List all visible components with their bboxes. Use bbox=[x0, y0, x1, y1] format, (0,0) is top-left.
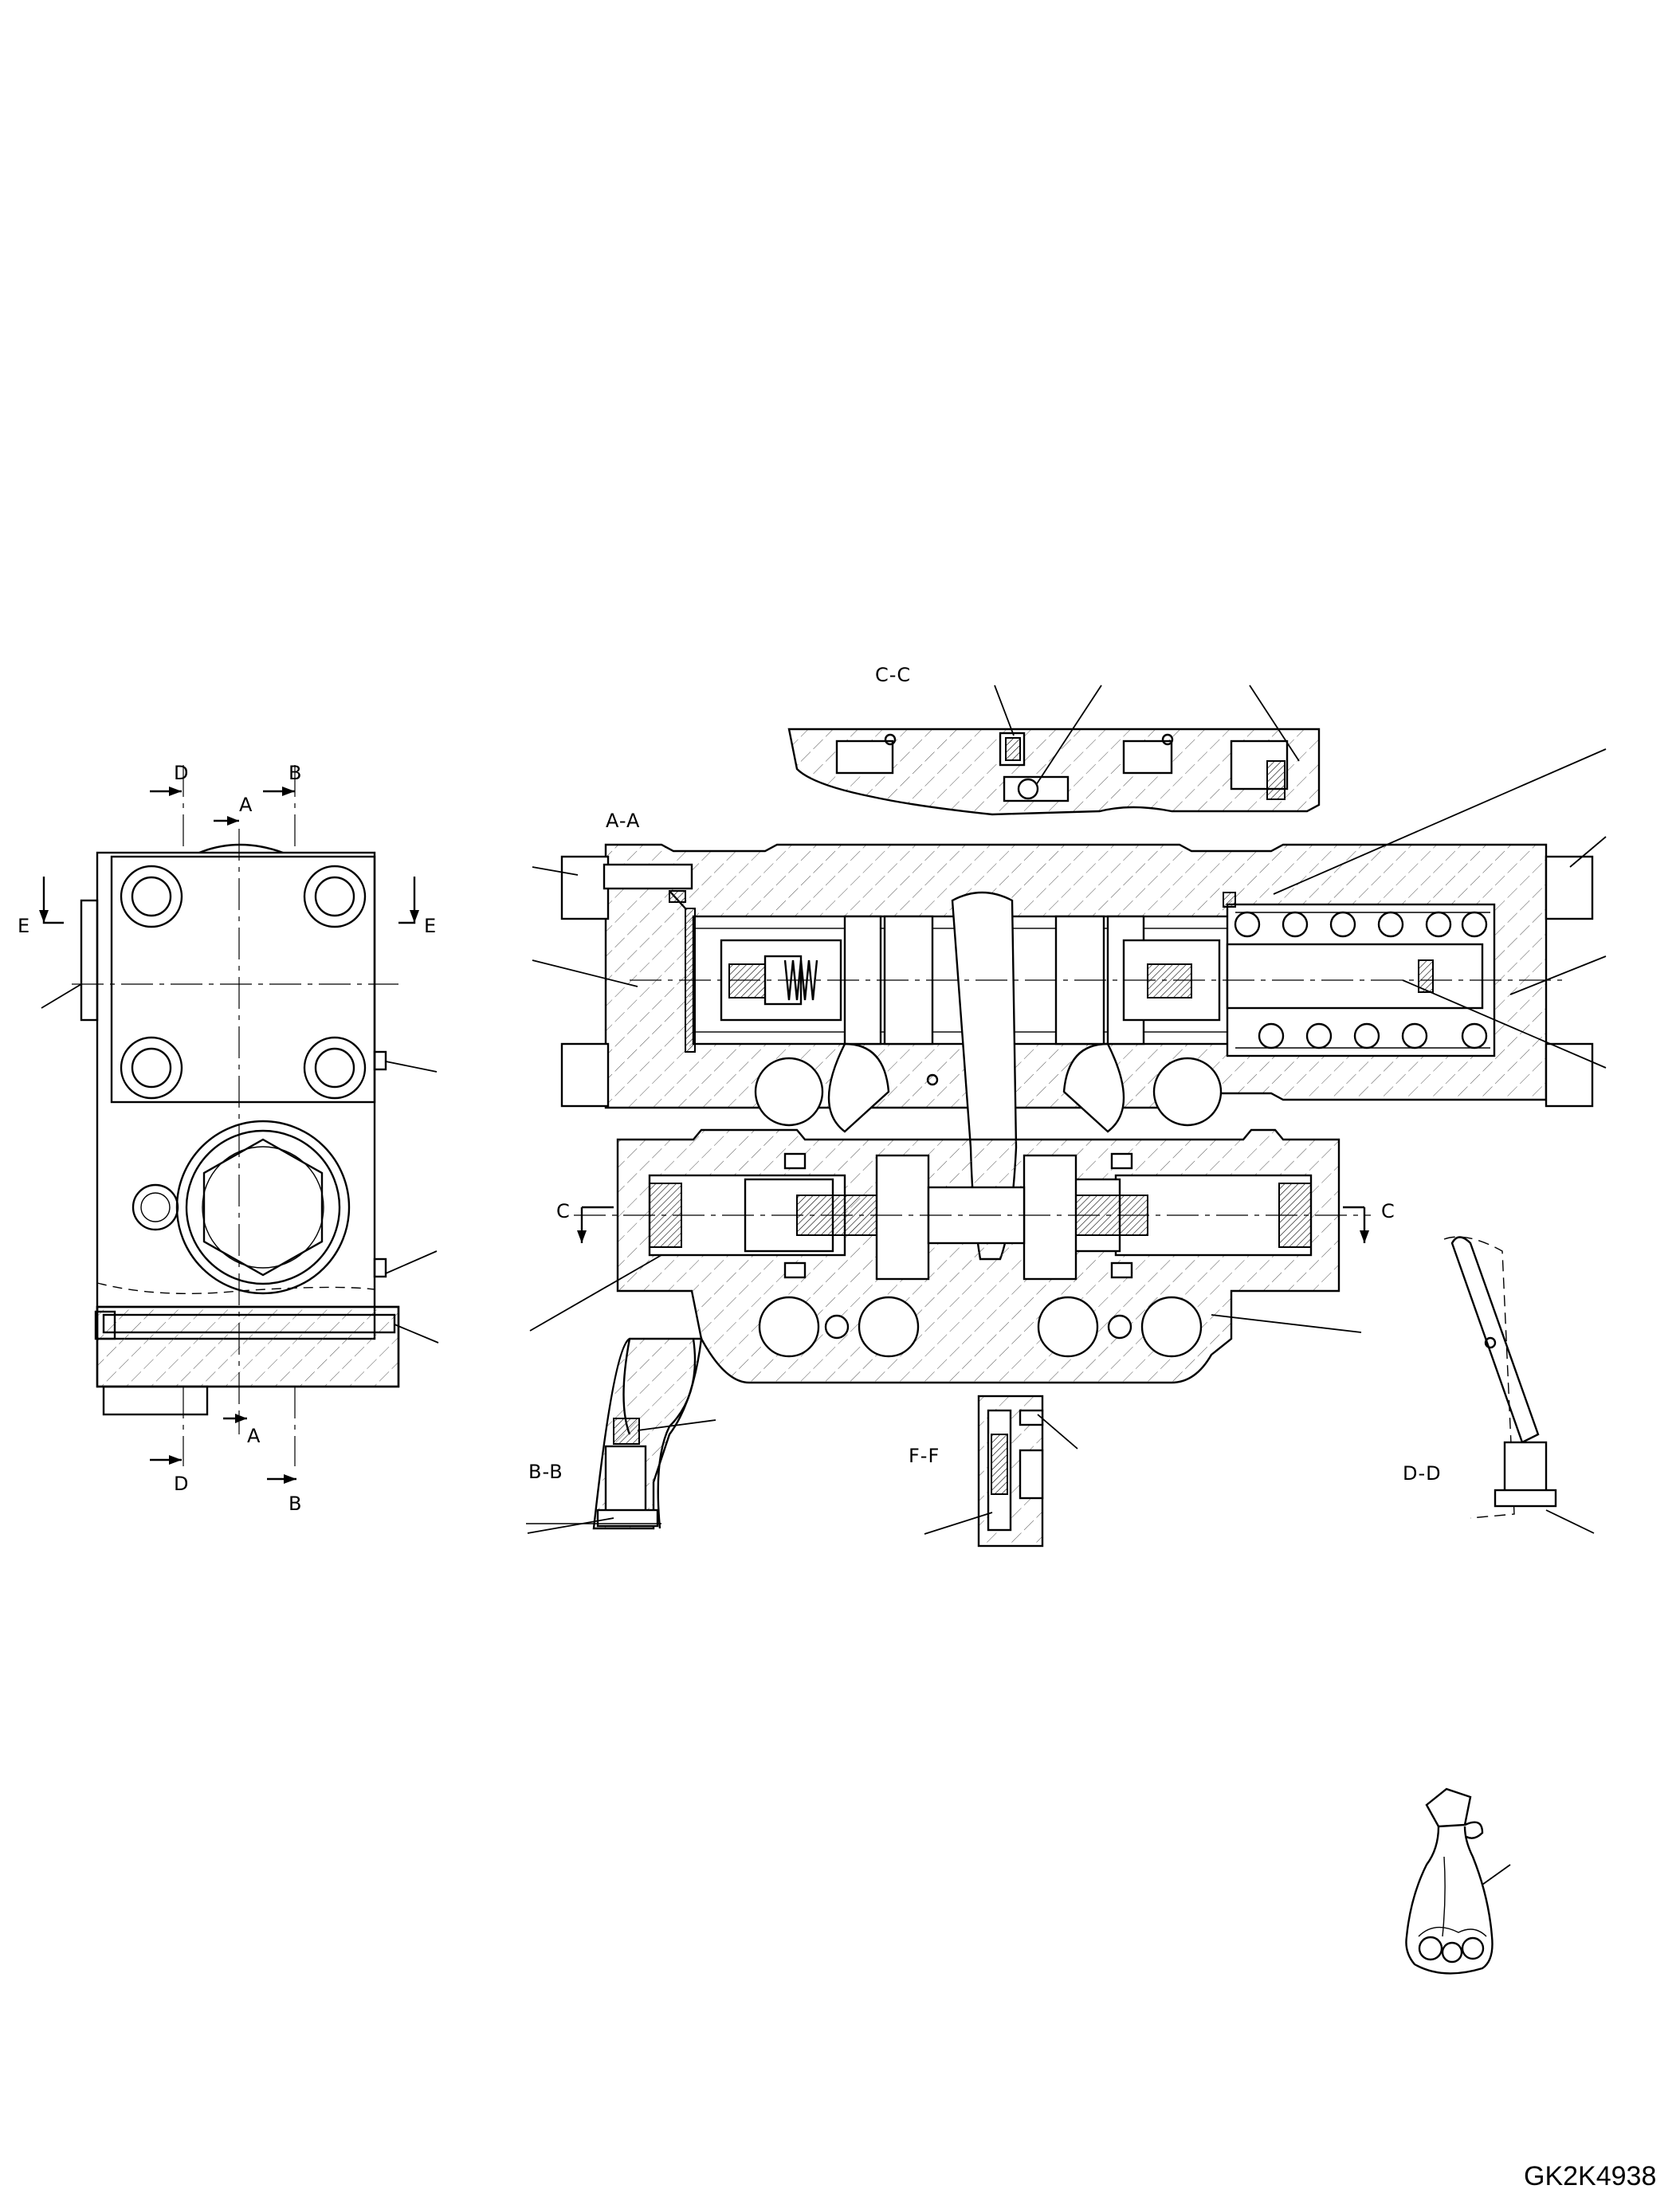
spring-icon bbox=[783, 959, 818, 1001]
leader-lines-aa bbox=[529, 748, 1607, 1333]
cut-mark-d-top: D bbox=[174, 762, 189, 784]
view-label-cc: C-C bbox=[875, 664, 911, 686]
section-aa-view: A-A bbox=[556, 810, 1594, 1384]
section-ff-view: F-F bbox=[909, 1395, 1078, 1548]
cut-mark-e-right: E bbox=[424, 915, 437, 937]
return-spring-icon bbox=[1234, 911, 1490, 1049]
section-cc-view: C-C bbox=[787, 664, 1321, 816]
view-label-dd: D-D bbox=[1403, 1462, 1442, 1485]
section-bb-view: B-B bbox=[526, 1337, 716, 1534]
view-label-ff: F-F bbox=[909, 1445, 940, 1467]
leader-lines-left bbox=[41, 983, 439, 1344]
cut-mark-d-bottom: D bbox=[174, 1473, 189, 1495]
view-label-bb: B-B bbox=[528, 1461, 563, 1483]
cut-mark-a-bottom: A bbox=[247, 1425, 261, 1447]
bolt-head-icon bbox=[120, 865, 367, 1100]
section-dd-view: D-D bbox=[1403, 1236, 1595, 1534]
cut-mark-b-bottom: B bbox=[289, 1493, 302, 1515]
view-label-aa: A-A bbox=[606, 810, 640, 832]
drawing-code: GK2K4938 bbox=[1524, 2161, 1656, 2191]
section-cut-markers: D B A E E A D B bbox=[18, 762, 437, 1515]
cut-mark-e-left: E bbox=[18, 915, 30, 937]
cut-mark-c-right: C bbox=[1381, 1200, 1395, 1222]
cut-mark-a-top: A bbox=[239, 794, 253, 816]
parts-bag-icon bbox=[1405, 1787, 1511, 1975]
front-elevation-view bbox=[72, 765, 400, 1466]
cut-mark-b-top: B bbox=[289, 762, 302, 784]
cut-mark-c-left: C bbox=[556, 1200, 571, 1222]
